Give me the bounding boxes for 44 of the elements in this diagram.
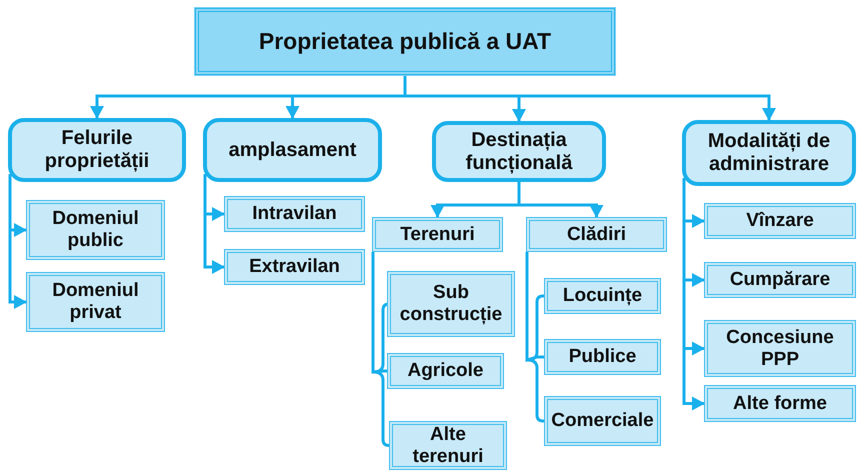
item-box bbox=[387, 353, 504, 389]
node-label: Extravilan bbox=[249, 256, 340, 278]
node-label: Intravilan bbox=[252, 203, 337, 225]
node-label: Felurile proprietății bbox=[44, 127, 150, 173]
item-box bbox=[26, 200, 165, 260]
item-box bbox=[26, 272, 165, 332]
node-label: Alte forme bbox=[733, 392, 827, 414]
title-box bbox=[195, 8, 615, 75]
node-label: amplasament bbox=[228, 138, 356, 162]
category-box bbox=[203, 118, 382, 182]
category-box bbox=[682, 120, 856, 186]
item-box bbox=[389, 421, 507, 470]
item-box bbox=[704, 385, 856, 422]
item-box bbox=[544, 278, 661, 314]
connector-arrow bbox=[404, 75, 776, 121]
item-box bbox=[372, 217, 503, 252]
node-label: Destinația funcțională bbox=[464, 128, 574, 174]
category-box bbox=[8, 118, 186, 182]
item-box bbox=[704, 203, 856, 239]
node-label: Comerciale bbox=[551, 410, 654, 432]
item-box bbox=[387, 271, 515, 337]
item-box bbox=[544, 339, 661, 375]
node-label: Domeniul public bbox=[51, 208, 140, 252]
node-label: Terenuri bbox=[400, 224, 475, 246]
item-box bbox=[704, 262, 856, 298]
item-box bbox=[704, 320, 856, 377]
node-label: Sub construcție bbox=[398, 282, 504, 326]
node-label: Domeniul privat bbox=[51, 280, 140, 324]
node-label: Alte terenuri bbox=[412, 424, 484, 468]
node-label: Locuințe bbox=[562, 285, 642, 307]
node-label: Modalități de administrare bbox=[706, 130, 832, 176]
item-box bbox=[224, 249, 365, 285]
item-box bbox=[224, 196, 365, 232]
node-label: Clădiri bbox=[566, 224, 626, 246]
node-label: Publice bbox=[568, 346, 636, 368]
node-label: Concesiune PPP bbox=[725, 326, 835, 370]
item-box bbox=[544, 396, 661, 446]
node-label: Proprietatea publică a UAT bbox=[258, 28, 552, 55]
item-box bbox=[526, 217, 667, 252]
node-label: Cumpărare bbox=[730, 269, 830, 291]
connector-arrow bbox=[518, 182, 604, 218]
node-label: Vînzare bbox=[746, 210, 814, 232]
category-box bbox=[432, 121, 606, 182]
node-label: Agricole bbox=[407, 360, 484, 382]
